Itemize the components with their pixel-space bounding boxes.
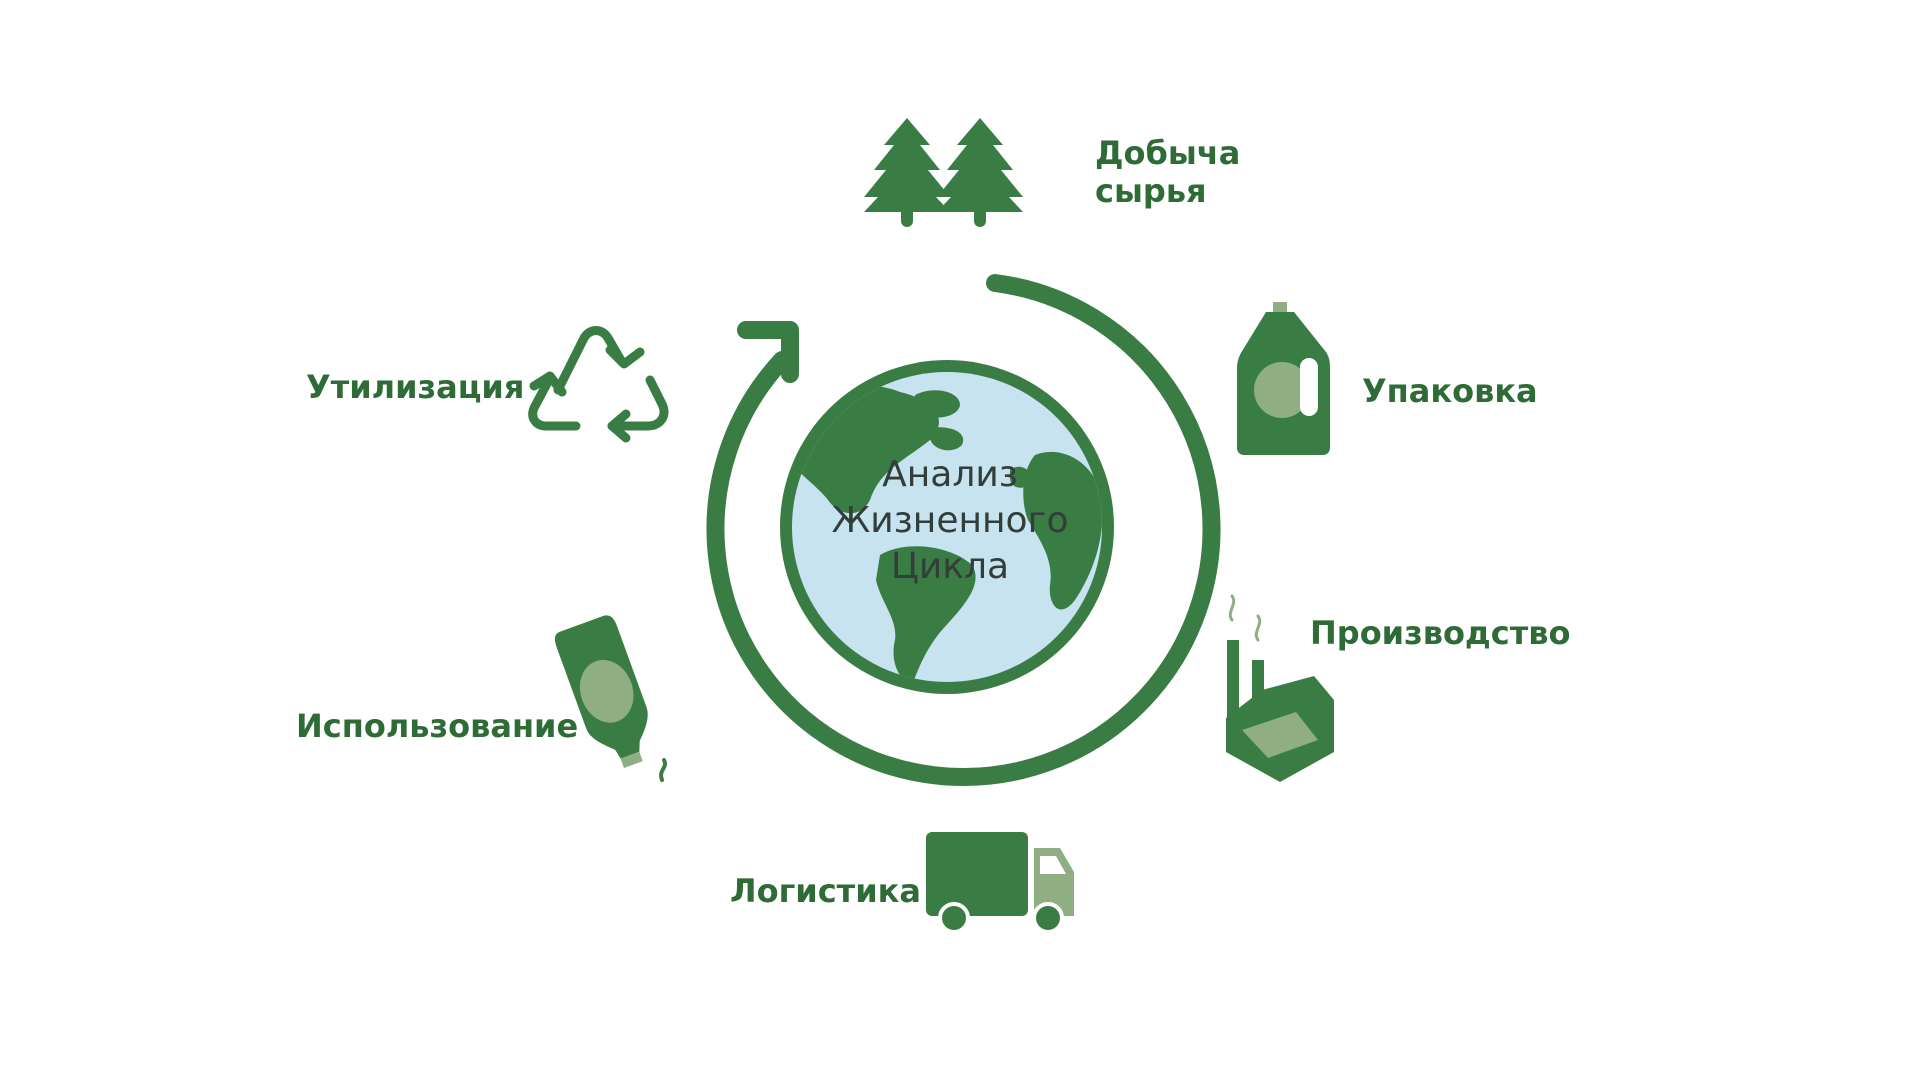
center-title-line: Анализ xyxy=(882,454,1018,495)
detergent-bottle-icon xyxy=(1237,302,1330,455)
factory-icon xyxy=(1226,594,1334,782)
center-title-line: Жизненного xyxy=(831,500,1069,541)
stage-label-line: Использование xyxy=(296,707,579,745)
stage-label-line: Добыча xyxy=(1095,134,1241,172)
stage-label-line: Упаковка xyxy=(1362,372,1538,410)
globe-icon xyxy=(780,360,1114,694)
stage-label-line: Утилизация xyxy=(306,368,525,406)
cycle-arrow xyxy=(706,274,1221,786)
stage-label-line: Логистика xyxy=(730,872,921,910)
stage-label-logistics: Логистика xyxy=(730,872,921,910)
trees-icon xyxy=(864,118,1023,227)
stage-label-line: Производство xyxy=(1310,614,1571,652)
recycle-icon xyxy=(528,326,669,443)
center-title: Анализ Жизненного Цикла xyxy=(800,452,1100,590)
truck-icon xyxy=(926,832,1074,934)
stage-label-disposal: Утилизация xyxy=(306,368,524,406)
stage-label-extraction: Добыча сырья xyxy=(1095,134,1240,210)
stage-label-production: Производство xyxy=(1310,614,1571,652)
pouring-bottle-icon xyxy=(554,615,667,782)
stage-label-usage: Использование xyxy=(296,707,578,745)
stage-label-packaging: Упаковка xyxy=(1362,372,1538,410)
stage-label-line: сырья xyxy=(1095,172,1207,210)
center-title-line: Цикла xyxy=(890,546,1010,587)
